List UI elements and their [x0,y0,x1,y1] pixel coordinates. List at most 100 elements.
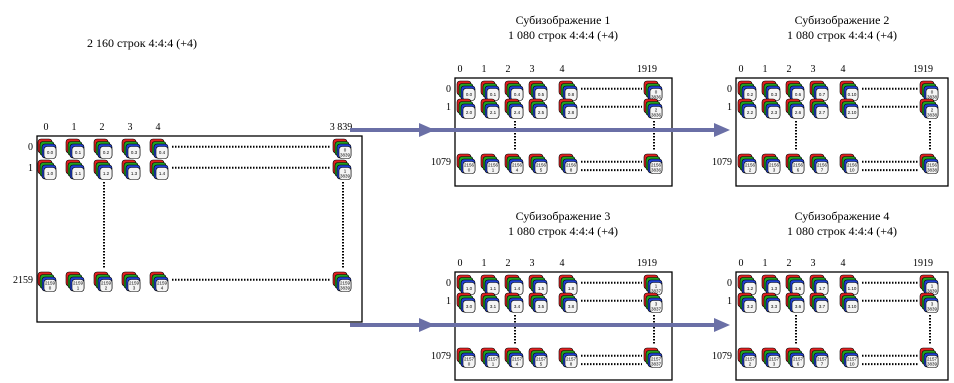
pixel-index-label: 2.2 [747,110,754,115]
pixel-index-label: 3.7 [819,304,826,309]
pixel-rgb: 2 3838 [919,98,939,119]
row-tick-label: 0 [446,84,451,95]
pixel-index-label: 3.1 [490,304,497,309]
pixel-index-label: 0.4 [159,150,166,155]
pixel-index-label: 0.3 [131,150,138,155]
pixel-index-label: 0.0 [47,150,54,155]
pixel-value-cell [791,300,805,313]
pixel-rgb: 0.1 [65,138,85,159]
pixel-index-label: 8 [570,362,573,367]
pixel-value-cell [845,161,859,174]
column-tick-label: 2 [787,258,792,269]
pixel-index-label: 8 [570,168,573,173]
row-tick-label: 1 [446,102,451,113]
pixel-value-cell [486,106,500,119]
row-tick-label: 1 [28,163,33,174]
pixel-index-label: 0.3 [771,92,778,97]
pixel-rgb: 0.5 [528,80,548,101]
pixel-value-cell [510,106,524,119]
pixel-index-label: 3 [931,302,934,307]
pixel-value-cell [99,279,113,292]
column-tick-label: 0 [458,64,463,75]
pixel-rgb: 2.3 [761,98,781,119]
column-tick-label: 1 [482,64,487,75]
pixel-rgb: 1.5 [528,274,548,295]
row-tick-label: 1079 [431,157,451,168]
column-tick-label: 4 [156,122,161,133]
pixel-index-label: 0.2 [747,92,754,97]
pixel-rgb: 1.7 [809,274,829,295]
pixel-index-label: 2156 [651,163,662,168]
pixel-value-cell [462,300,476,313]
pixel-value-cell [534,355,548,368]
pixel-value-cell [127,167,141,180]
pixel-index-label: 3836 [651,95,662,100]
column-tick-label: 1919 [637,258,657,269]
pixel-rgb: 0.4 [149,138,169,159]
pixel-rgb: 3.0 [456,292,476,313]
pixel-value-cell [99,167,113,180]
subimage-subtitle: 1 080 строк 4:4:4 (+4) [508,28,618,42]
pixel-index-label: 0.6 [795,92,802,97]
pixel-index-label: 3839 [927,307,938,312]
pixel-value-cell [815,161,829,174]
row-tick-label: 1 [727,296,732,307]
pixel-rgb: 2.7 [809,98,829,119]
pixel-rgb: 3.5 [528,292,548,313]
pixel-index-label: 0 [468,362,471,367]
pixel-rgb: 2.0 [456,98,476,119]
pixel-index-label: 3.0 [466,304,473,309]
pixel-index-label: 3839 [927,289,938,294]
pixel-index-label: 3 [773,168,776,173]
pixel-value-cell [767,300,781,313]
pixel-index-label: 2156 [769,163,780,168]
pixel-index-label: 4 [516,362,519,367]
subimage-title: Субизображение 2 [795,13,890,27]
pixel-index-label: 1 [655,284,658,289]
arrow-to-subimage-1-2 [350,123,730,137]
row-tick-label: 0 [446,278,451,289]
pixel-value-cell [791,355,805,368]
column-tick-label: 1919 [913,258,933,269]
pixel-index-label: 0.8 [568,92,575,97]
pixel-index-label: 2157 [769,357,780,362]
pixel-index-label: 2.3 [771,110,778,115]
pixel-index-label: 3838 [927,95,938,100]
pixel-value-cell [155,279,169,292]
pixel-index-label: 1 [77,286,80,291]
pixel-rgb: 1.2 [737,274,757,295]
pixel-index-label: 1 [492,168,495,173]
pixel-value-cell [815,355,829,368]
pixel-index-label: 2156 [745,163,756,168]
pixel-index-label: 2 [931,108,934,113]
frame-border [36,135,363,323]
pixel-value-cell [564,161,578,174]
pixel-rgb: 0.7 [809,80,829,101]
pixel-value-cell [649,106,663,119]
pixel-index-label: 0 [468,168,471,173]
pixel-index-label: 2156 [464,163,475,168]
pixel-value-cell [743,355,757,368]
pixel-rgb: 0.3 [121,138,141,159]
pixel-index-label: 0 [344,148,347,153]
pixel-index-label: 2.1 [490,110,497,115]
column-tick-label: 3 839 [330,122,353,133]
pixel-index-label: 3837 [651,289,662,294]
pixel-rgb: 3.10 [839,292,859,313]
pixel-value-cell [43,167,57,180]
row-tick-label: 1 [446,296,451,307]
pixel-value-cell [743,161,757,174]
